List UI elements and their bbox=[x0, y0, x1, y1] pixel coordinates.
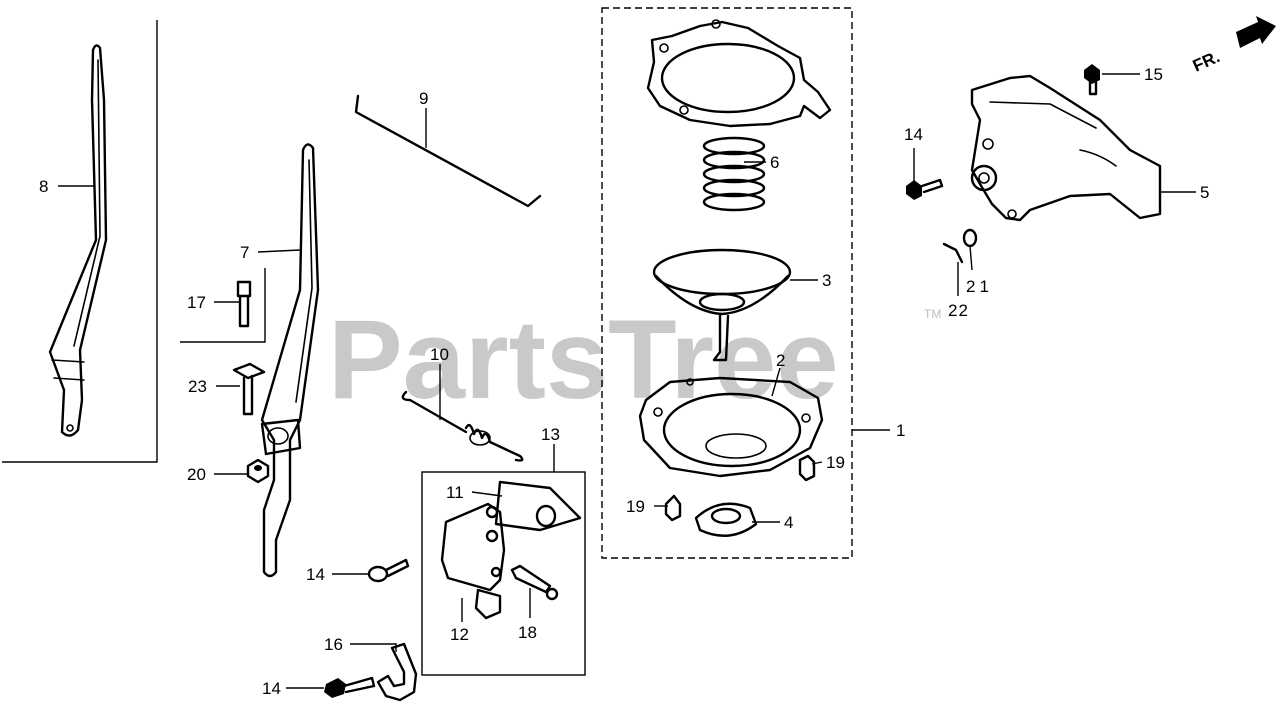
part-8-lever bbox=[48, 44, 108, 437]
part-9-rod bbox=[354, 94, 542, 208]
part-19-fitting-left bbox=[664, 494, 682, 522]
watermark-trademark: TM bbox=[924, 307, 941, 321]
part-19-fitting-right bbox=[798, 454, 816, 482]
part-6-spring bbox=[702, 136, 766, 212]
part-15-bolt bbox=[1084, 64, 1100, 96]
callout-19-right: 19 bbox=[826, 453, 845, 472]
callout-1: 1 bbox=[896, 421, 905, 440]
callout-3: 3 bbox=[822, 271, 831, 290]
callout-22: 22 bbox=[948, 301, 969, 320]
callout-7: 7 bbox=[240, 243, 249, 262]
part-7-lever bbox=[260, 143, 320, 578]
callout-10: 10 bbox=[430, 345, 449, 364]
watermark-text: PartsTree bbox=[328, 297, 839, 422]
front-direction-indicator: FR. bbox=[1190, 16, 1276, 76]
callout-14-bottom: 14 bbox=[262, 679, 281, 698]
part-cover bbox=[646, 19, 832, 128]
leader-lines bbox=[58, 73, 1196, 689]
callout-12: 12 bbox=[450, 625, 469, 644]
part-21-clip bbox=[962, 228, 978, 248]
part-10-spring bbox=[401, 390, 524, 462]
part-23-bolt bbox=[232, 362, 266, 416]
part-14-bolt-bottom bbox=[324, 676, 376, 698]
part-17-bolt bbox=[236, 280, 252, 328]
callout-13: 13 bbox=[541, 425, 560, 444]
callout-2: 2 bbox=[776, 351, 785, 370]
part-18-screw bbox=[510, 564, 559, 601]
callout-19-left: 19 bbox=[626, 497, 645, 516]
part-14-bolt-right bbox=[906, 178, 944, 200]
callout-11: 11 bbox=[446, 483, 464, 502]
callout-23: 23 bbox=[188, 377, 207, 396]
callout-6: 6 bbox=[770, 153, 779, 172]
callout-4: 4 bbox=[784, 513, 793, 532]
part-20-nut bbox=[246, 458, 270, 484]
part-5-bracket bbox=[970, 74, 1162, 222]
callout-8: 8 bbox=[39, 177, 48, 196]
callout-15: 15 bbox=[1144, 65, 1163, 84]
part-12-bracket bbox=[440, 502, 506, 620]
callout-21: 21 bbox=[966, 277, 993, 296]
frame-part-1 bbox=[601, 7, 853, 559]
front-direction-label: FR. bbox=[1190, 47, 1223, 75]
part-22-pin bbox=[942, 242, 964, 264]
callout-14-middle: 14 bbox=[306, 565, 325, 584]
frame-part-13 bbox=[421, 471, 586, 676]
callout-5: 5 bbox=[1200, 183, 1209, 202]
callout-17: 17 bbox=[187, 293, 206, 312]
part-4-cap bbox=[694, 502, 758, 537]
part-3-diaphragm bbox=[652, 248, 792, 362]
callout-9: 9 bbox=[419, 89, 428, 108]
frame-part-17 bbox=[180, 268, 266, 343]
part-16-clamp bbox=[376, 642, 418, 702]
callout-16: 16 bbox=[324, 635, 343, 654]
part-11-plate bbox=[494, 480, 582, 532]
frame-part-8 bbox=[2, 20, 158, 463]
part-14-bolt-middle bbox=[367, 558, 410, 583]
callout-14-right: 14 bbox=[904, 125, 923, 144]
callout-18: 18 bbox=[518, 623, 537, 642]
callout-20: 20 bbox=[187, 465, 206, 484]
part-2-base bbox=[638, 376, 824, 478]
